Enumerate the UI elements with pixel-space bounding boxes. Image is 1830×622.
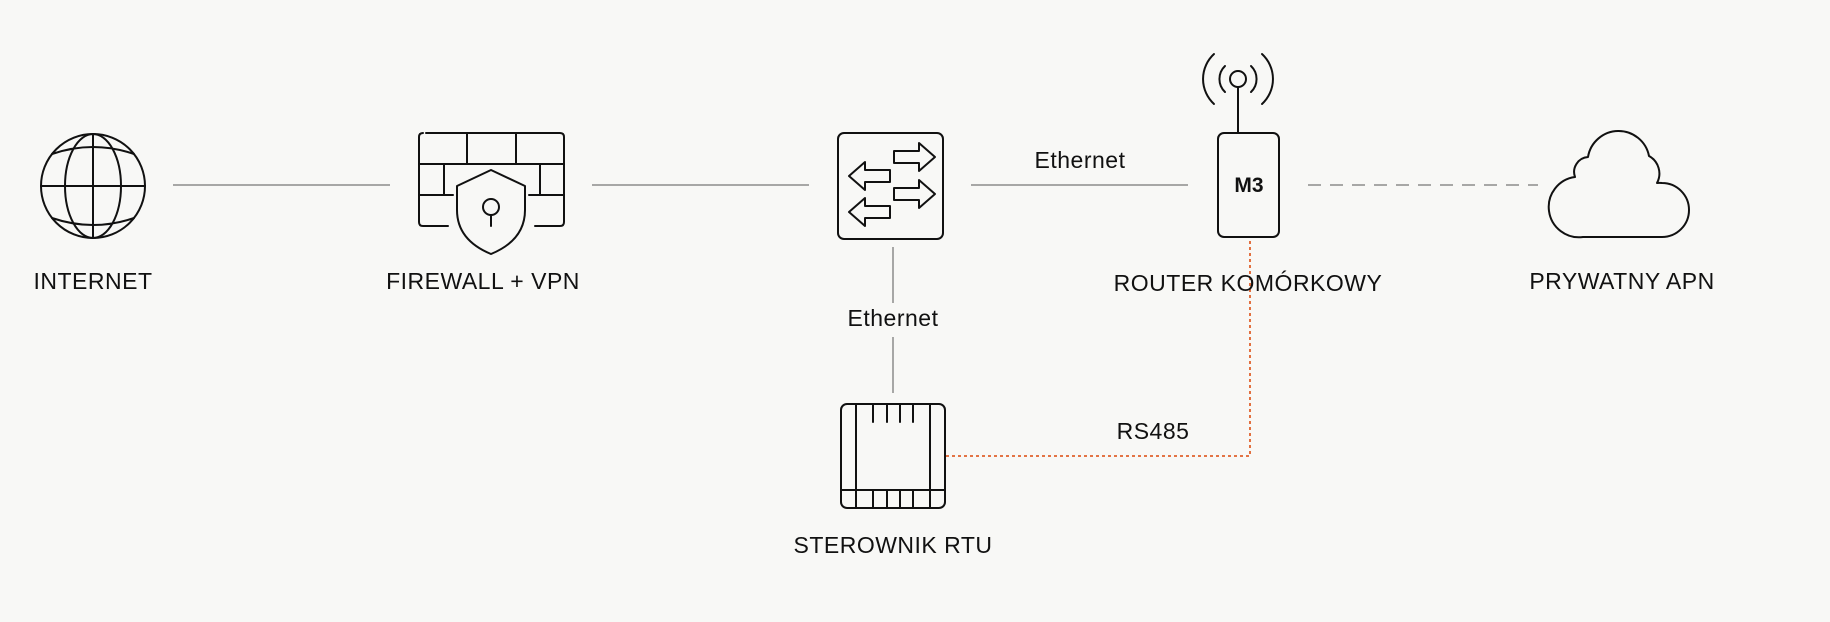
- router-badge: M3: [1234, 174, 1263, 197]
- node-label-firewall: FIREWALL + VPN: [386, 268, 580, 294]
- globe-icon: [40, 133, 146, 239]
- network-switch-icon: [837, 132, 944, 240]
- edge-label-switch-router: Ethernet: [1034, 147, 1126, 173]
- cloud-icon: [1547, 130, 1690, 239]
- node-label-rtu: STEROWNIK RTU: [793, 532, 993, 558]
- rtu-controller-icon: [840, 403, 946, 509]
- node-label-apn: PRYWATNY APN: [1529, 268, 1715, 294]
- node-label-router: ROUTER KOMÓRKOWY: [1113, 270, 1383, 296]
- edge-label-rs485: RS485: [1116, 418, 1190, 444]
- edge-label-switch-rtu: Ethernet: [847, 305, 939, 331]
- node-label-internet: INTERNET: [33, 268, 153, 294]
- firewall-shield-icon: [418, 132, 565, 255]
- cellular-router-icon: [1202, 53, 1280, 238]
